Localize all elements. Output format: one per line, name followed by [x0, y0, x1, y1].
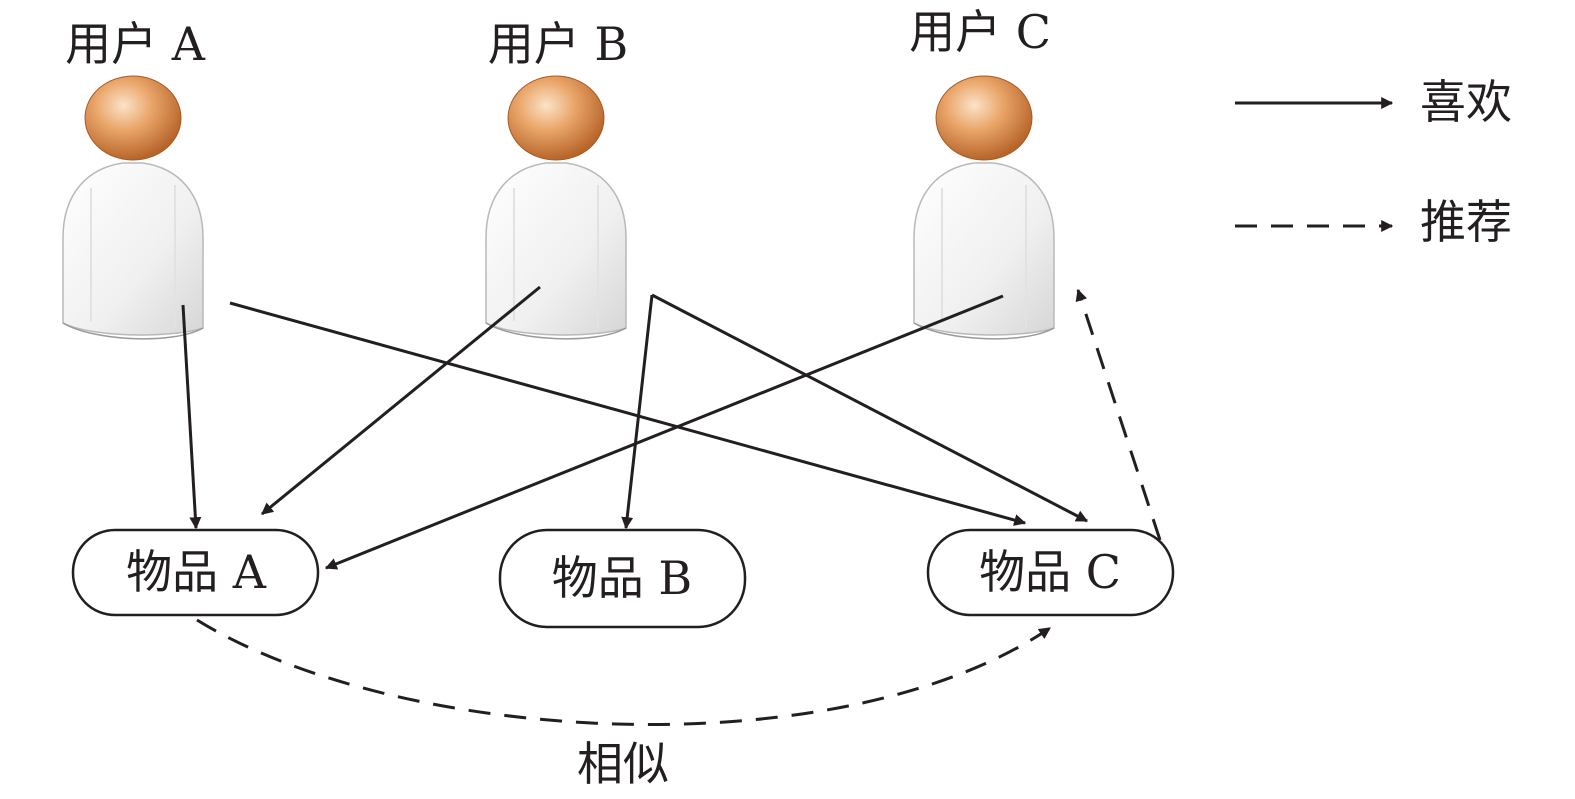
legend-like-label: 喜欢: [1420, 75, 1512, 129]
user-b: 用户 B: [485, 17, 628, 340]
like-edges: [181, 285, 1089, 570]
item-c: 物品 C: [926, 528, 1175, 617]
user-a-icon: [62, 75, 204, 340]
user-c: 用户 C: [909, 5, 1055, 340]
edge-item-c-user-c: [1075, 288, 1162, 541]
user-a: 用户 A: [62, 17, 206, 340]
edge-user-b-item-c: [651, 293, 1089, 523]
user-c-label: 用户 C: [909, 5, 1051, 59]
item-b-label: 物品 B: [552, 551, 692, 605]
item-b-box: [498, 528, 747, 629]
user-b-label: 用户 B: [488, 17, 628, 71]
user-a-label: 用户 A: [65, 17, 206, 71]
item-a-box: [71, 528, 320, 617]
legend-recommend-label: 推荐: [1420, 195, 1512, 249]
similar-label: 相似: [577, 737, 669, 791]
recommend-edges: [196, 288, 1162, 726]
edge-user-a-item-c: [229, 301, 1027, 526]
edge-item-a-item-c-similar: [196, 618, 1051, 726]
item-b: 物品 B: [498, 528, 747, 629]
item-a-label: 物品 A: [126, 545, 267, 599]
edge-user-b-item-a: [261, 285, 541, 516]
edge-user-b-item-b: [621, 294, 654, 530]
edge-user-a-item-a: [181, 304, 202, 530]
user-c-icon: [913, 75, 1055, 340]
user-b-icon: [485, 75, 627, 340]
item-c-label: 物品 C: [979, 545, 1121, 599]
edge-user-c-item-a: [324, 294, 1004, 570]
legend: 喜欢 推荐: [1235, 75, 1512, 249]
item-c-box: [926, 528, 1175, 617]
item-a: 物品 A: [71, 528, 320, 617]
